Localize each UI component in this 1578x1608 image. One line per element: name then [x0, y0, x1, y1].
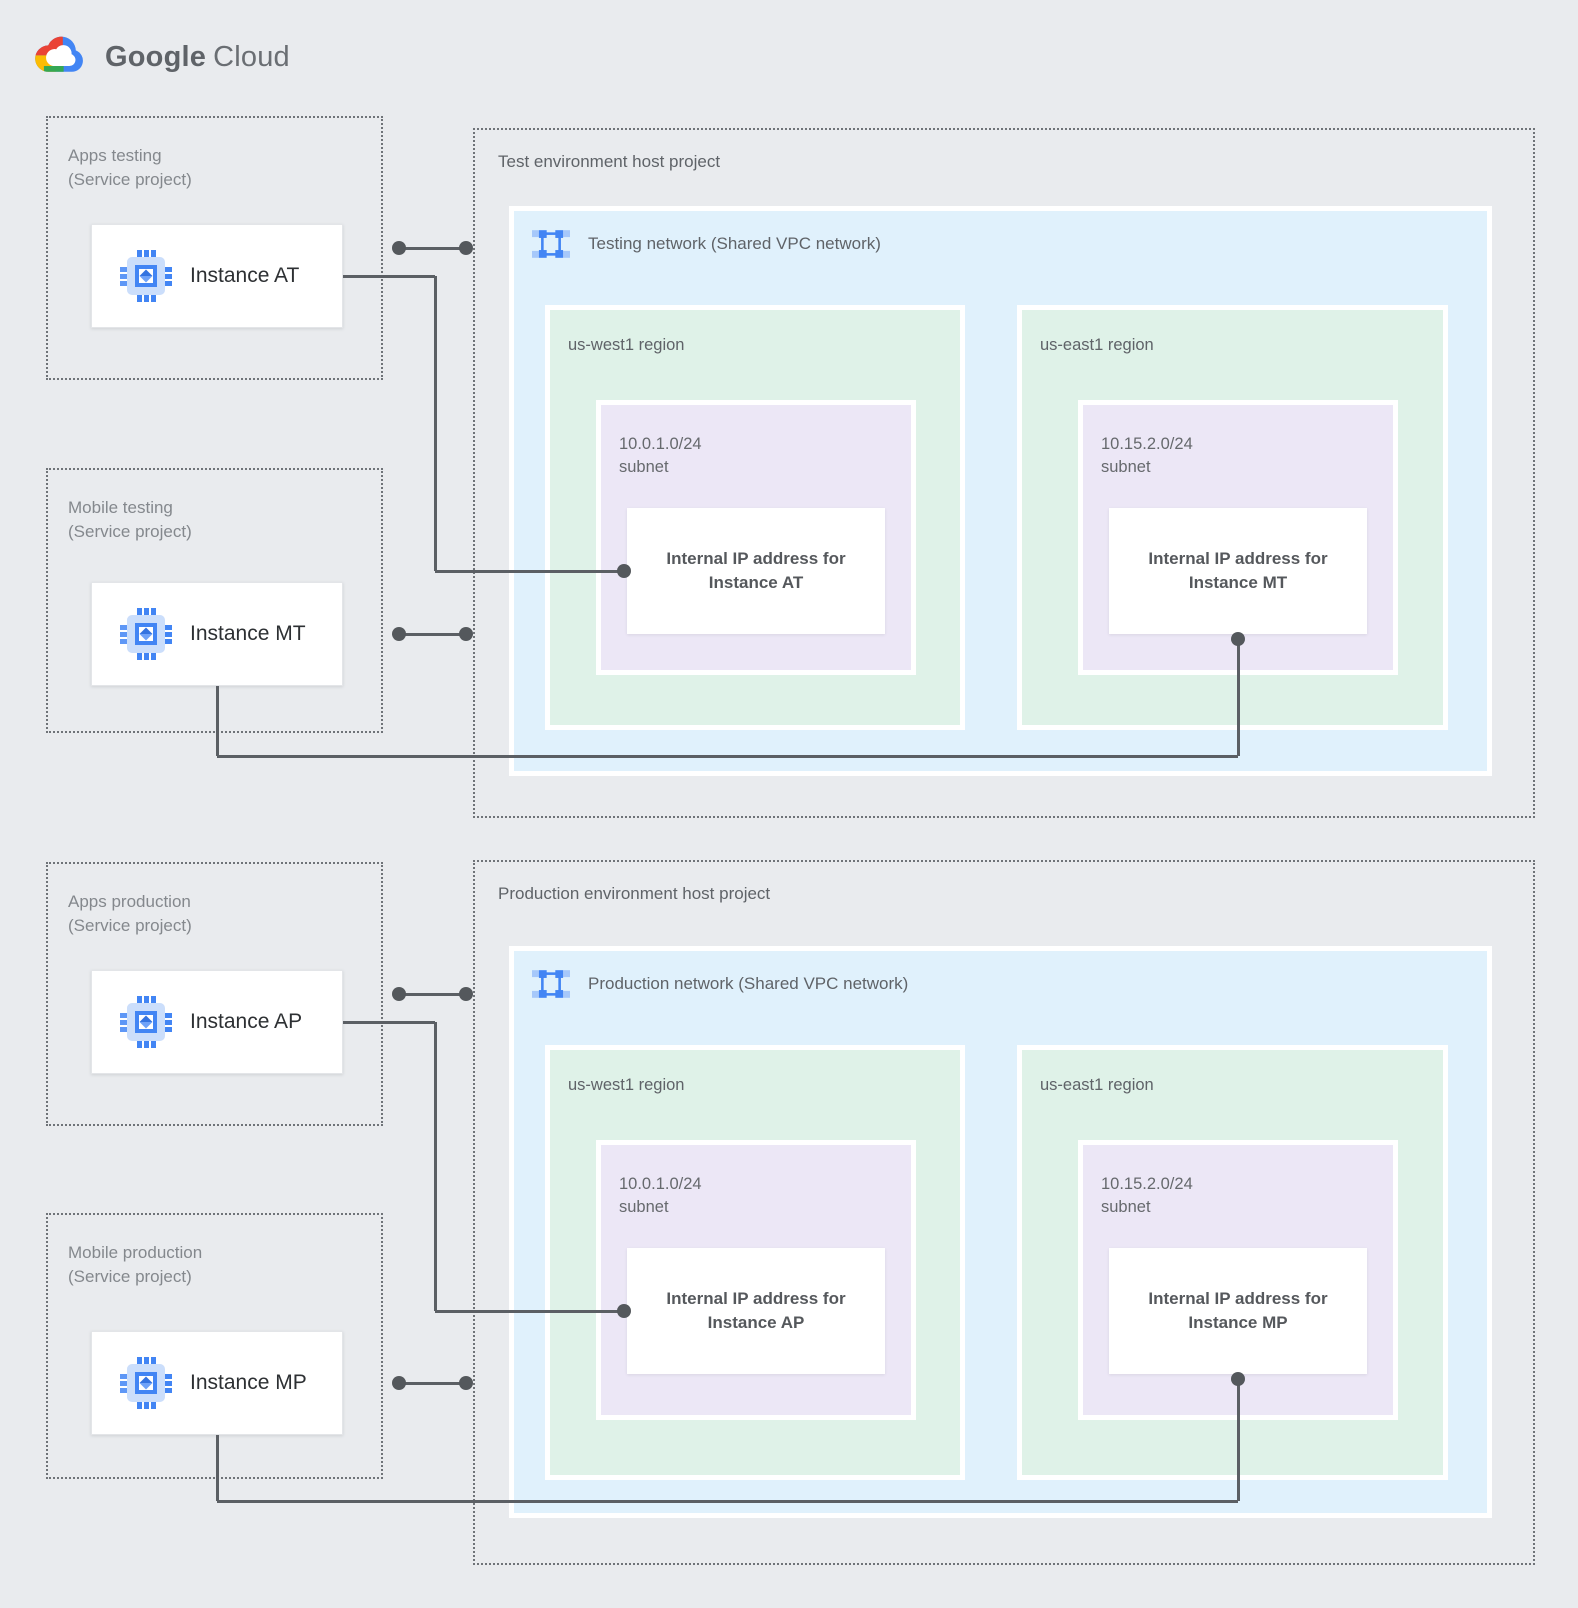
subnet-cidr: 10.0.1.0/24 — [619, 1175, 702, 1193]
ip-line2: Instance MP — [1188, 1313, 1288, 1332]
region-label: us-west1 region — [568, 1076, 685, 1094]
instance-label: Instance AT — [190, 264, 300, 287]
service-project-title: Apps testing — [68, 146, 162, 165]
connector-endpoint-dot — [392, 987, 406, 1001]
service-project-subtitle: (Service project) — [68, 1267, 192, 1286]
service-project-title: Mobile production — [68, 1243, 203, 1262]
subnet-word: subnet — [619, 1198, 669, 1216]
service-project-title: Apps production — [68, 892, 191, 911]
service-project-apps-production: Apps production (Service project) — [46, 862, 383, 1126]
subnet-label: 10.15.2.0/24 subnet — [1101, 1173, 1193, 1219]
network-label: Testing network (Shared VPC network) — [588, 234, 881, 253]
subnet-word: subnet — [1101, 1198, 1151, 1216]
ip-line1: Internal IP address for — [1148, 549, 1328, 568]
testing-network-header: Testing network (Shared VPC network) — [532, 224, 881, 264]
instance-label: Instance MT — [190, 622, 306, 645]
host-project-production: Production environment host project — [473, 860, 1535, 1565]
service-project-label: Apps testing (Service project) — [68, 144, 192, 192]
ip-line1: Internal IP address for — [1148, 1289, 1328, 1308]
service-project-subtitle: (Service project) — [68, 170, 192, 189]
subnet-cidr: 10.0.1.0/24 — [619, 435, 702, 453]
production-network-header: Production network (Shared VPC network) — [532, 964, 908, 1004]
connector-endpoint-dot — [392, 1376, 406, 1390]
connector-endpoint-dot — [617, 1304, 631, 1318]
instance-ap-card: Instance AP — [91, 970, 343, 1074]
compute-instance-icon — [120, 1357, 172, 1409]
instance-at-card: Instance AT — [91, 224, 343, 328]
network-label: Production network (Shared VPC network) — [588, 974, 909, 993]
service-project-mobile-testing: Mobile testing (Service project) — [46, 468, 383, 733]
host-project-title: Production environment host project — [498, 884, 771, 903]
subnet-label: 10.0.1.0/24 subnet — [619, 433, 702, 479]
service-project-mobile-production: Mobile production (Service project) — [46, 1213, 383, 1479]
connector-endpoint-dot — [459, 241, 473, 255]
connector-endpoint-dot — [459, 627, 473, 641]
compute-instance-icon — [120, 996, 172, 1048]
instance-mp-card: Instance MP — [91, 1331, 343, 1435]
google-cloud-icon — [35, 36, 83, 72]
service-project-label: Apps production (Service project) — [68, 890, 192, 938]
subnet-word: subnet — [619, 458, 669, 476]
subnet-cidr: 10.15.2.0/24 — [1101, 435, 1193, 453]
service-project-subtitle: (Service project) — [68, 916, 192, 935]
instance-label: Instance AP — [190, 1010, 303, 1033]
logo-brand: Google — [105, 40, 207, 73]
logo-product: Cloud — [213, 40, 290, 73]
connector-endpoint-dot — [617, 564, 631, 578]
instance-mt-card: Instance MT — [91, 582, 343, 686]
service-project-label: Mobile testing (Service project) — [68, 496, 192, 544]
subnet-word: subnet — [1101, 458, 1151, 476]
instance-label: Instance MP — [190, 1371, 307, 1394]
subnet-label: 10.15.2.0/24 subnet — [1101, 433, 1193, 479]
vpc-network-icon — [532, 970, 570, 998]
region-label: us-west1 region — [568, 336, 685, 354]
ip-line1: Internal IP address for — [666, 549, 846, 568]
connector-endpoint-dot — [459, 1376, 473, 1390]
vpc-network-icon — [532, 230, 570, 258]
host-project-title: Test environment host project — [498, 152, 721, 171]
internal-ip-instance-mp: Internal IP address for Instance MP — [1109, 1248, 1367, 1374]
connector-endpoint-dot — [459, 987, 473, 1001]
subnet-cidr: 10.15.2.0/24 — [1101, 1175, 1193, 1193]
ip-line2: Instance AT — [708, 573, 804, 592]
service-project-apps-testing: Apps testing (Service project) — [46, 116, 383, 380]
compute-instance-icon — [120, 608, 172, 660]
connector-endpoint-dot — [392, 627, 406, 641]
compute-instance-icon — [120, 250, 172, 302]
ip-line1: Internal IP address for — [666, 1289, 846, 1308]
ip-line2: Instance MT — [1188, 573, 1288, 592]
internal-ip-instance-at: Internal IP address for Instance AT — [627, 508, 885, 634]
ip-line2: Instance AP — [707, 1313, 805, 1332]
internal-ip-instance-mt: Internal IP address for Instance MT — [1109, 508, 1367, 634]
connector-endpoint-dot — [392, 241, 406, 255]
region-label: us-east1 region — [1040, 336, 1154, 354]
connector-endpoint-dot — [1231, 1372, 1245, 1386]
subnet-label: 10.0.1.0/24 subnet — [619, 1173, 702, 1219]
region-label: us-east1 region — [1040, 1076, 1154, 1094]
service-project-subtitle: (Service project) — [68, 522, 192, 541]
service-project-title: Mobile testing — [68, 498, 173, 517]
connector-endpoint-dot — [1231, 632, 1245, 646]
service-project-label: Mobile production (Service project) — [68, 1241, 202, 1289]
host-project-test: Test environment host project — [473, 128, 1535, 818]
internal-ip-instance-ap: Internal IP address for Instance AP — [627, 1248, 885, 1374]
